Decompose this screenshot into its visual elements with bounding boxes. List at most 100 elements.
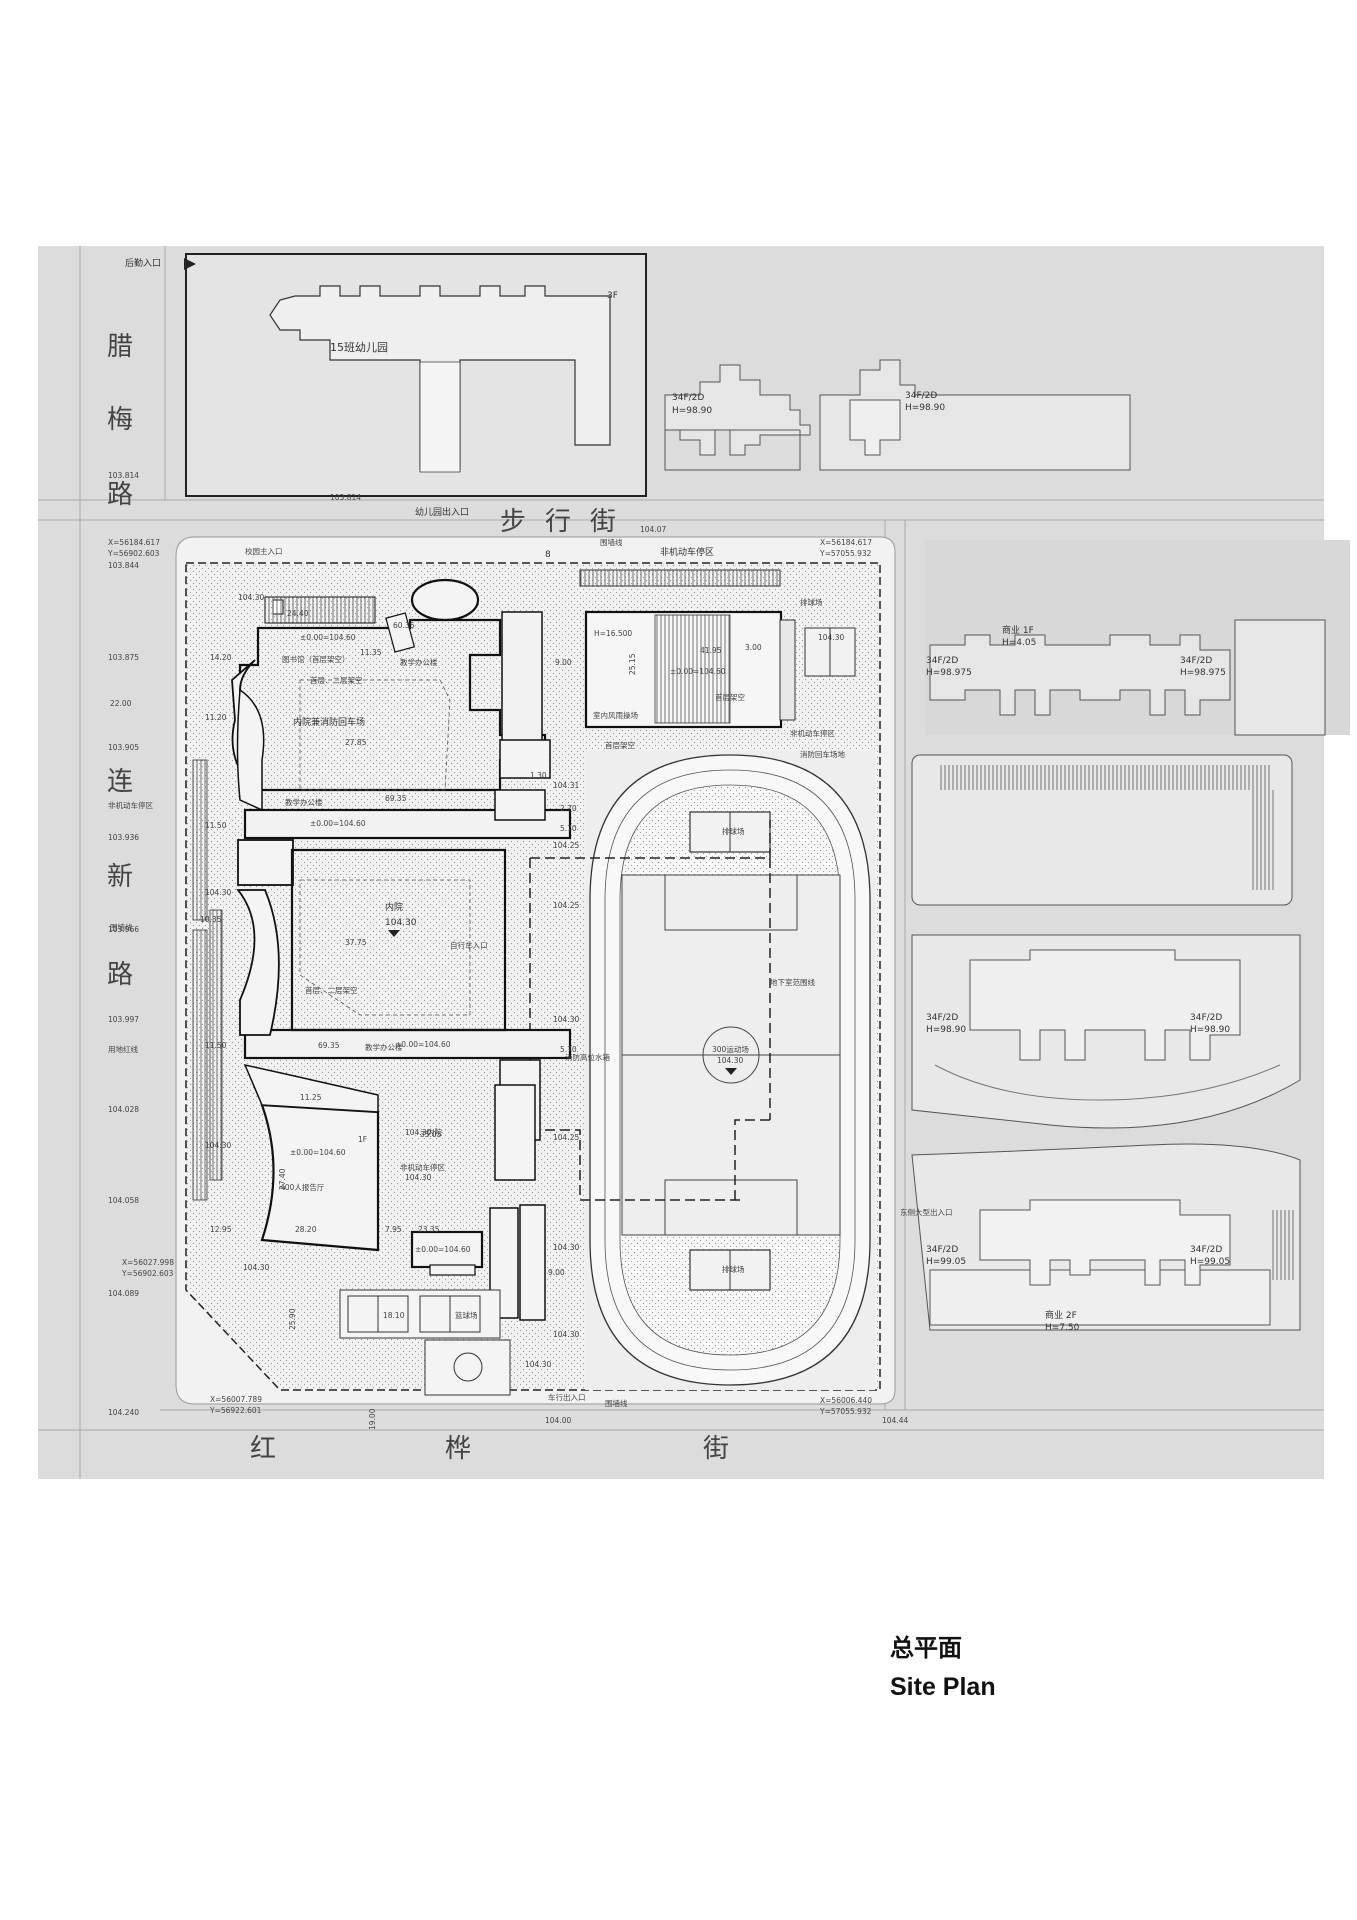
dim-d4: 14.20 [210,653,232,662]
residential-ne [664,359,1131,471]
dim-d23: 28.20 [295,1225,317,1234]
res-e3-r-h: H=99.05 [1190,1257,1230,1267]
ground-level-3: ±0.00=104.60 [310,819,366,828]
elev-w3: 103.875 [108,653,139,662]
elev-w6: 103.966 [108,925,139,934]
east-gate-label: 东侧大型出入口 [900,1207,953,1217]
coord-se: X=56006.440 [820,1396,872,1405]
res-e2-r: 34F/2D [1190,1013,1222,1023]
teaching-office-1: 教学办公楼 [400,657,438,667]
fire-lane-label: 消防回车场地 [800,749,845,759]
dim-d29: 9.00 [548,1268,565,1277]
caption-title-cn: 总平面 [890,1634,962,1662]
indoor-sports-label: 室内风雨操场 [593,710,638,720]
dimension-labels: 24.40 60.35 11.35 14.20 11.20 27.85 69.3… [110,550,577,1430]
dim-d31: 22.00 [110,699,132,708]
teaching-buildings [231,578,572,1321]
volleyball-label-1: 排球场 [722,826,745,836]
res-e3-l: 34F/2D [926,1245,958,1255]
second-overhead-2: 首层、二层架空 [305,985,358,995]
res-e3-l-h: H=99.05 [926,1257,966,1267]
res-ne-label: 34F/2D [905,391,937,401]
dim-d27: 35.05 [420,1130,442,1139]
library-label: 图书馆（首层架空） [282,654,350,664]
nonmotor-parking-north: 非机动车停区 [660,546,714,558]
res-e2-r-h: H=98.90 [1190,1025,1230,1035]
nonmotor-parking-inner: 非机动车停区 [400,1162,445,1172]
coord-se2: Y=57055.932 [819,1407,872,1416]
auditorium-label: 400人报告厅 [280,1182,325,1192]
dim-d13: 41.95 [700,646,722,655]
street-west-top-char-1: 腊 [107,332,133,362]
elev-w1: 103.814 [108,471,139,480]
res-e2-l: 34F/2D [926,1013,958,1023]
hall-height-label: H=16.500 [594,629,632,638]
elev-w10: 104.089 [108,1289,139,1298]
dim-d22: 27.40 [278,1168,287,1190]
elev-w2: 103.844 [108,561,139,570]
elev-mid2: 104.25 [553,901,579,910]
dim-d1: 24.40 [287,609,309,618]
kindergarten-floors: 3F [607,291,618,301]
dim-d12: 10.35 [200,915,222,924]
dim-d6: 27.85 [345,738,367,747]
vehicle-entry-label: 车行出入口 [548,1392,586,1402]
dim-d10: 11.50 [205,821,227,830]
elev-w11: 104.240 [108,1408,139,1417]
coord-w-mid2: Y=56902.603 [121,1269,174,1278]
kindergarten-exit-label: 幼儿园出入口 [415,506,469,518]
ground-overhead-label-2: 首层架空 [605,740,635,750]
ground-level-2: ±0.00=104.60 [300,633,356,642]
inner-court-1-label: 内院兼消防回车场 [293,716,365,728]
dim-d17: 1.30 [530,771,547,780]
elev-in3: 104.30 [205,1141,231,1150]
west-elevations: 103.814 103.844 103.875 103.905 103.936 … [108,471,908,1425]
street-north-char-1: 步 [500,507,526,537]
elev-mid7: 104.30 [553,1330,579,1339]
teaching-office-3: 教学办公楼 [365,1042,403,1052]
dim-d24: 7.95 [385,1225,402,1234]
coord-sw2: Y=56922.601 [209,1406,262,1415]
inner-court-3-label: 内院 [427,1127,442,1137]
dim-d14: 25.15 [628,653,637,675]
elev-n1: 104.07 [640,525,666,534]
second-overhead-1: 首层、二层架空 [310,675,363,685]
fence-line-north: 围墙线 [600,537,623,547]
elev-mid4: 104.30 [553,1015,579,1024]
elev-w8: 104.028 [108,1105,139,1114]
res-e1-l-h: H=98.975 [926,668,972,678]
rear-entry-arrow-icon [184,258,196,270]
elev-mid3: 104.25 [553,1133,579,1142]
res-nw-label: 34F/2D [672,393,704,403]
dim-d32: 19.00 [368,1408,377,1430]
elev-mid1: 104.31 [553,781,579,790]
fence-line-south: 围墙线 [605,1398,628,1408]
elev-in1: 104.30 [238,593,264,602]
coord-ne: X=56184.617 [820,538,872,547]
coord-sw: X=56007.789 [210,1395,262,1404]
dim-d5: 11.20 [205,713,227,722]
ground-level-6: ±0.00=104.60 [415,1245,471,1254]
res-e2-l-h: H=98.90 [926,1025,966,1035]
commerce-1f: 商业 1F [1002,624,1034,636]
elev-w7: 103.997 [108,1015,139,1024]
dim-d11: 11.50 [205,1041,227,1050]
street-names: 步 行 街 红 桦 街 腊 梅 路 连 新 路 [107,332,729,1464]
nonmotor-parking-mid: 非机动车停区 [790,728,835,738]
west-parking [192,759,223,1201]
commerce-2f: 商业 2F [1045,1309,1077,1321]
caption-title-en: Site Plan [890,1673,996,1701]
dim-d7: 69.35 [385,794,407,803]
res-e1-l: 34F/2D [926,656,958,666]
volleyball-label-3: 排球场 [800,597,823,607]
elev-in7: 104.30 [525,1360,551,1369]
track-elev-label: 104.30 [717,1056,743,1065]
dim-d18: 2.70 [560,804,577,813]
sports-field: 排球场 排球场 300运动场 104.30 地下室范围线 [529,750,875,1390]
ground-level-label-1: ±0.00=104.60 [670,667,726,676]
teaching-office-2: 教学办公楼 [285,797,323,807]
res-e1-r-h: H=98.975 [1180,668,1226,678]
dim-d25: 12.95 [210,1225,232,1234]
coord-ne2: Y=57055.932 [819,549,872,558]
